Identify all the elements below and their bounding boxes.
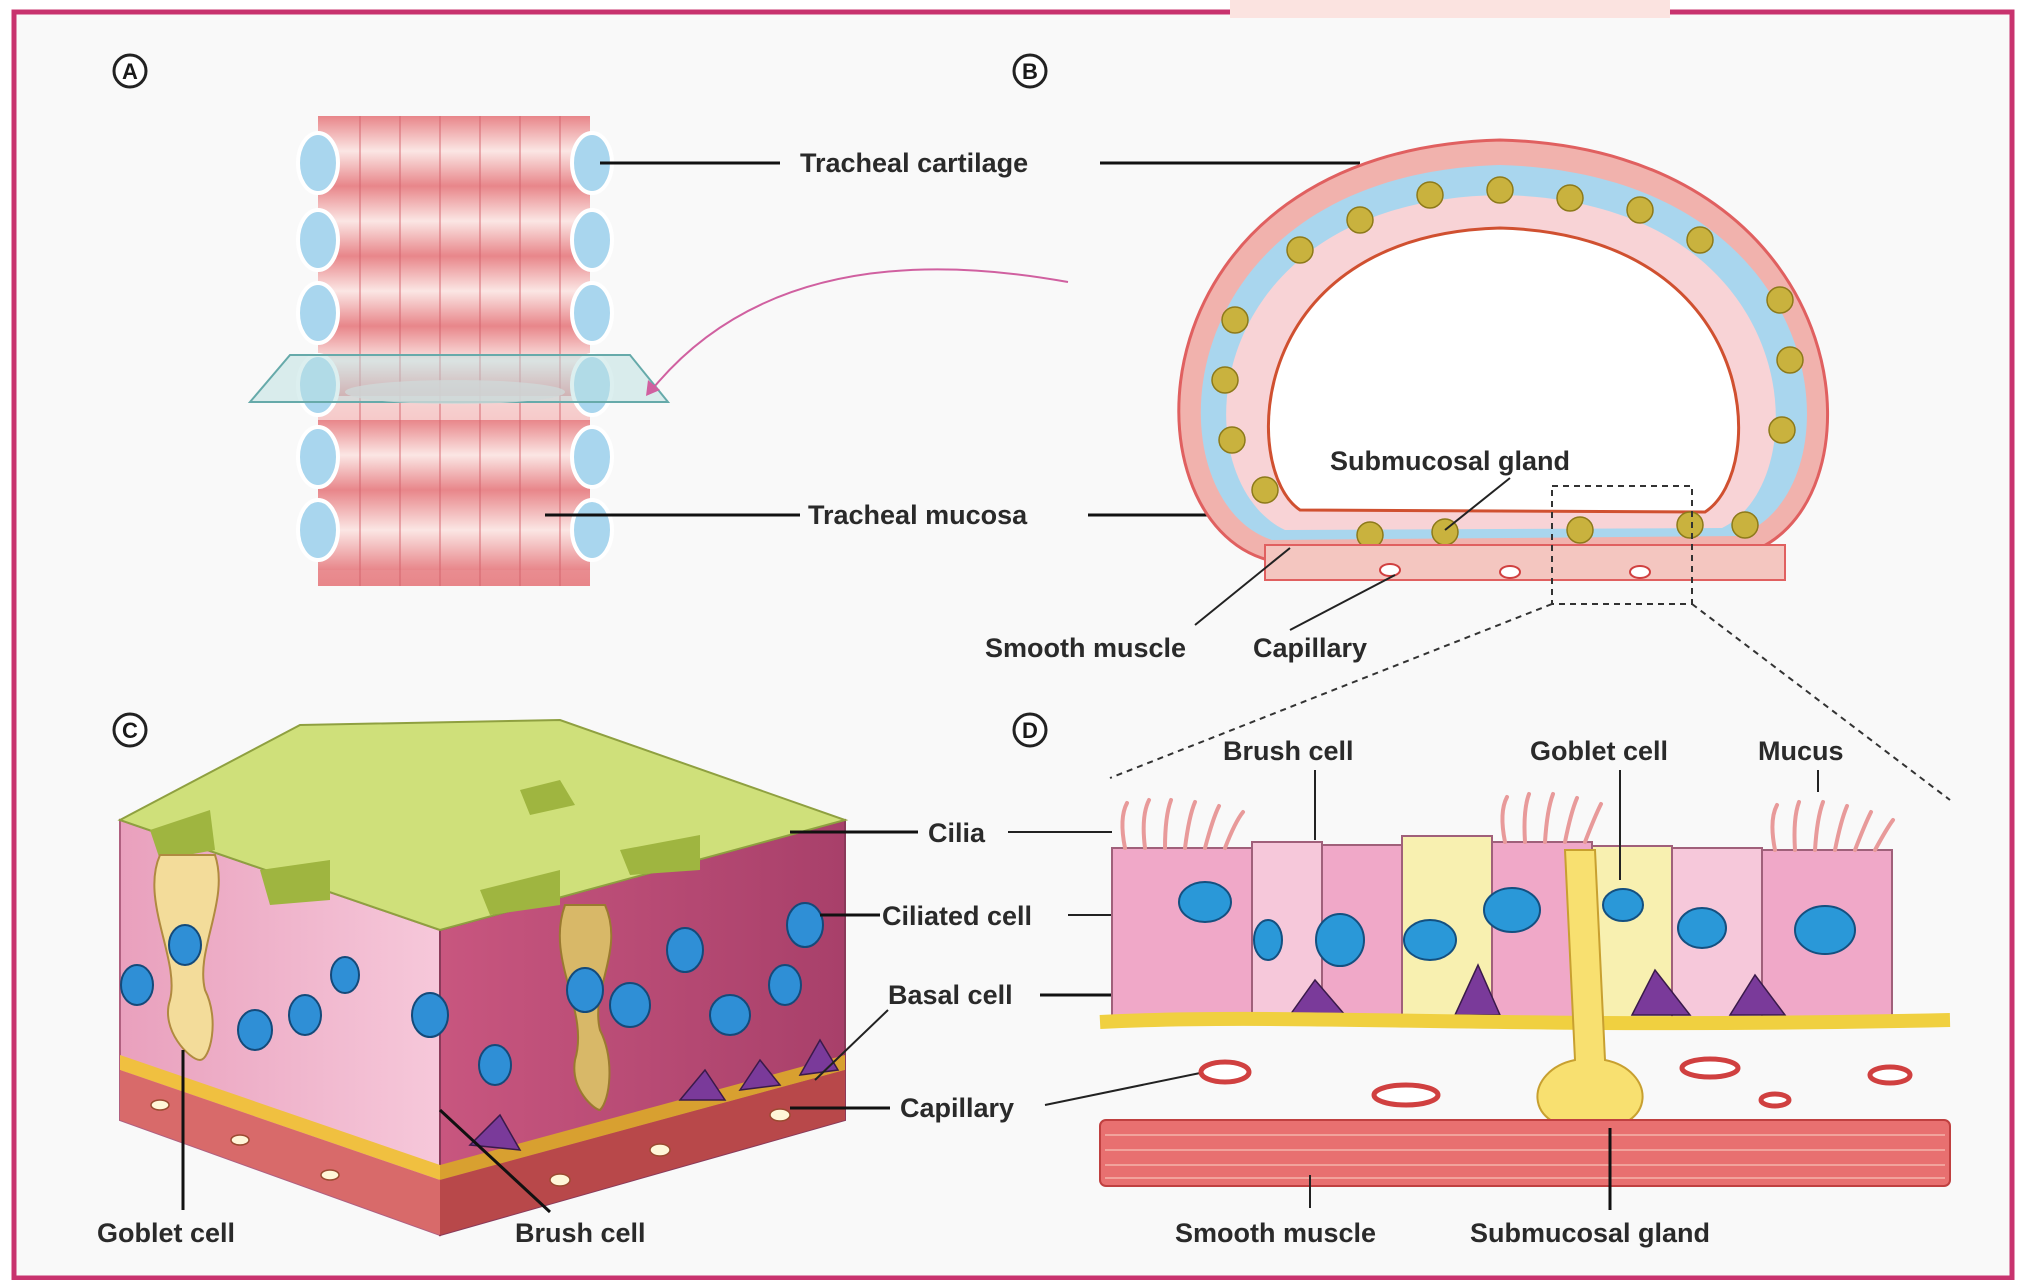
panel-a-letter: A — [122, 59, 138, 84]
label-brush-cell-d: Brush cell — [1223, 736, 1354, 766]
label-submucosal-gland-b: Submucosal gland — [1330, 446, 1570, 476]
label-smooth-muscle-d: Smooth muscle — [1175, 1218, 1376, 1248]
label-capillary-c: Capillary — [900, 1093, 1014, 1123]
label-submucosal-gland-d: Submucosal gland — [1470, 1218, 1710, 1248]
smooth-muscle-d — [1100, 1120, 1950, 1186]
label-cilia: Cilia — [928, 818, 986, 848]
label-goblet-cell-c: Goblet cell — [97, 1218, 235, 1248]
label-tracheal-mucosa: Tracheal mucosa — [808, 500, 1028, 530]
posterior-muscle-band — [1265, 545, 1785, 580]
basement-membrane-d — [1100, 1019, 1950, 1023]
panel-b-letter: B — [1022, 59, 1038, 84]
label-goblet-cell-d: Goblet cell — [1530, 736, 1668, 766]
section-plane-disc — [345, 380, 565, 404]
label-tracheal-cartilage: Tracheal cartilage — [800, 148, 1028, 178]
label-ciliated-cell: Ciliated cell — [882, 901, 1032, 931]
panel-c-letter: C — [122, 718, 138, 743]
top-highlight — [1230, 0, 1670, 18]
label-mucus: Mucus — [1758, 736, 1844, 766]
panel-d-letter: D — [1022, 718, 1038, 743]
label-brush-cell-c: Brush cell — [515, 1218, 646, 1248]
label-smooth-muscle-b: Smooth muscle — [985, 633, 1186, 663]
label-basal-cell: Basal cell — [888, 980, 1013, 1010]
label-capillary-b: Capillary — [1253, 633, 1367, 663]
